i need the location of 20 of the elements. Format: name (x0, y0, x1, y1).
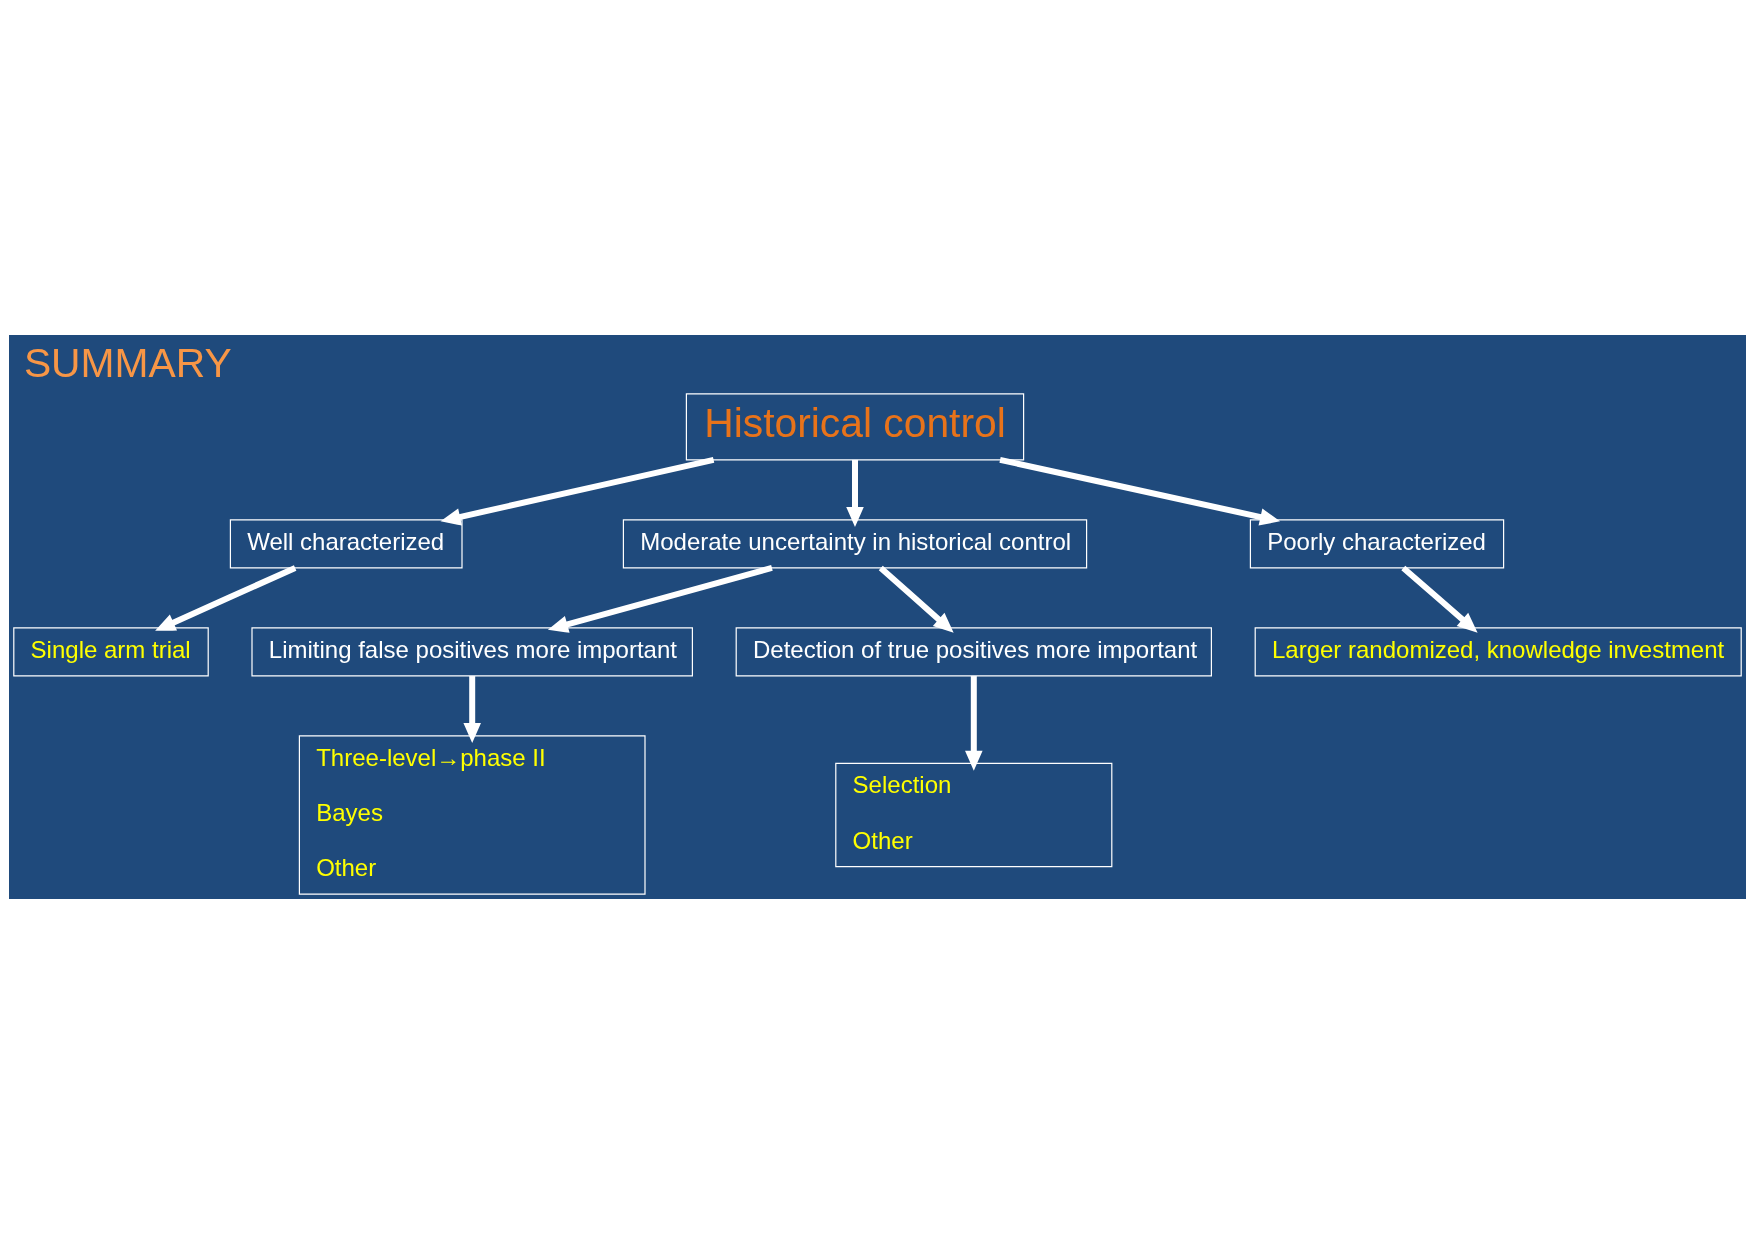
arrow (846, 459, 864, 527)
node-box: Single arm trial (13, 626, 209, 676)
arrow (965, 675, 983, 771)
node-box: Three-level→phase II Bayes Other (298, 734, 646, 895)
arrow (463, 675, 481, 743)
arrow (155, 564, 297, 631)
arrow (547, 564, 773, 633)
node-box: Historical control (685, 392, 1025, 460)
node-box: Detection of true positives more important (735, 626, 1212, 676)
diagram-title: SUMMARY (23, 339, 232, 386)
node-box: Larger randomized, knowledge investment (1254, 626, 1742, 676)
arrow (999, 456, 1281, 526)
node-box: Selection Other (835, 762, 1113, 867)
node-box: Well characterized (229, 518, 463, 568)
arrow (878, 565, 954, 633)
node-box: Limiting false positives more important (251, 626, 693, 676)
node-box: Moderate uncertainty in historical control (622, 518, 1088, 568)
node-box: Poorly characterized (1249, 518, 1505, 568)
arrow (440, 456, 715, 526)
arrow (1401, 565, 1478, 633)
